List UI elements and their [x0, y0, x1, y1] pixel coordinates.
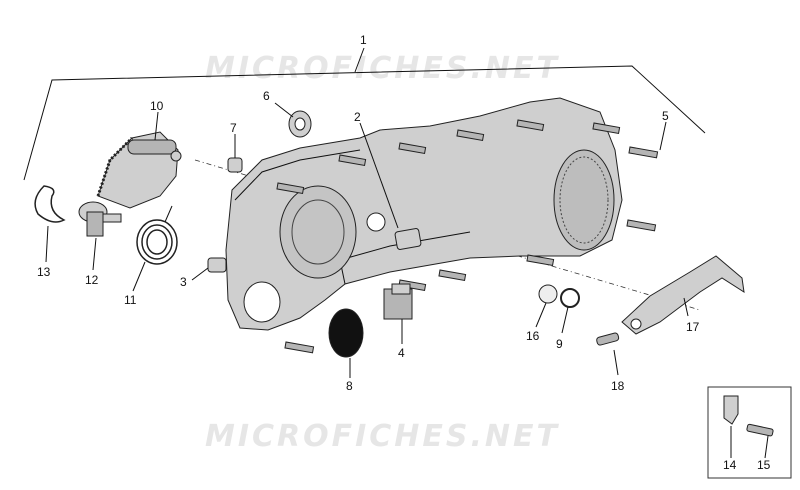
callout-16: 16 — [526, 329, 540, 343]
leader-10 — [154, 111, 159, 141]
circlip-part — [560, 288, 580, 308]
callout-5: 5 — [662, 109, 669, 123]
dowel-part-7 — [227, 157, 243, 173]
watermark-bottom: MICROFICHES.NET — [205, 419, 560, 454]
callout-14: 14 — [723, 458, 737, 472]
screw-part — [596, 332, 620, 346]
leader-12 — [92, 237, 97, 271]
leader-6 — [274, 102, 294, 118]
kickstart-lever-part — [621, 255, 745, 335]
callout-4: 4 — [398, 346, 405, 360]
dowel-pin-part — [394, 228, 422, 250]
dowel-part-3 — [207, 257, 227, 273]
callout-15: 15 — [757, 458, 771, 472]
leader-3 — [191, 267, 209, 281]
gear-sector-part — [96, 131, 182, 209]
callout-9: 9 — [556, 337, 563, 351]
leader-11 — [132, 261, 146, 292]
pinion-part — [78, 201, 122, 237]
washer-part — [538, 284, 558, 304]
callout-18: 18 — [611, 379, 625, 393]
callout-1: 1 — [360, 33, 367, 47]
spring-part — [136, 205, 178, 265]
callout-7: 7 — [230, 121, 237, 135]
watermark-top: MICROFICHES.NET — [205, 51, 560, 86]
transmission-cover — [225, 97, 623, 331]
leader-13 — [45, 225, 49, 263]
leader-1 — [354, 47, 365, 73]
callout-17: 17 — [686, 320, 700, 334]
leader-9 — [561, 306, 569, 334]
callout-10: 10 — [150, 99, 164, 113]
plug-disc-part — [328, 308, 364, 358]
block-part — [383, 283, 413, 320]
assembly-bracket — [23, 65, 706, 181]
leader-18 — [613, 349, 619, 376]
callout-2: 2 — [354, 110, 361, 124]
oil-seal-part — [288, 110, 312, 138]
spring-clip-part — [34, 185, 66, 223]
callout-13: 13 — [37, 265, 51, 279]
leader-17 — [683, 297, 689, 317]
leader-5 — [659, 121, 667, 151]
inset-box — [707, 386, 792, 479]
bracket-part — [723, 395, 739, 425]
leader-15 — [764, 435, 769, 459]
callout-6: 6 — [263, 89, 270, 103]
callout-11: 11 — [124, 293, 137, 307]
leader-2 — [359, 122, 399, 229]
bolt-set — [276, 119, 659, 354]
callout-8: 8 — [346, 379, 353, 393]
callout-12: 12 — [85, 273, 99, 287]
leader-16 — [535, 302, 547, 328]
callout-3: 3 — [180, 275, 187, 289]
bolt-part-15 — [746, 423, 774, 437]
